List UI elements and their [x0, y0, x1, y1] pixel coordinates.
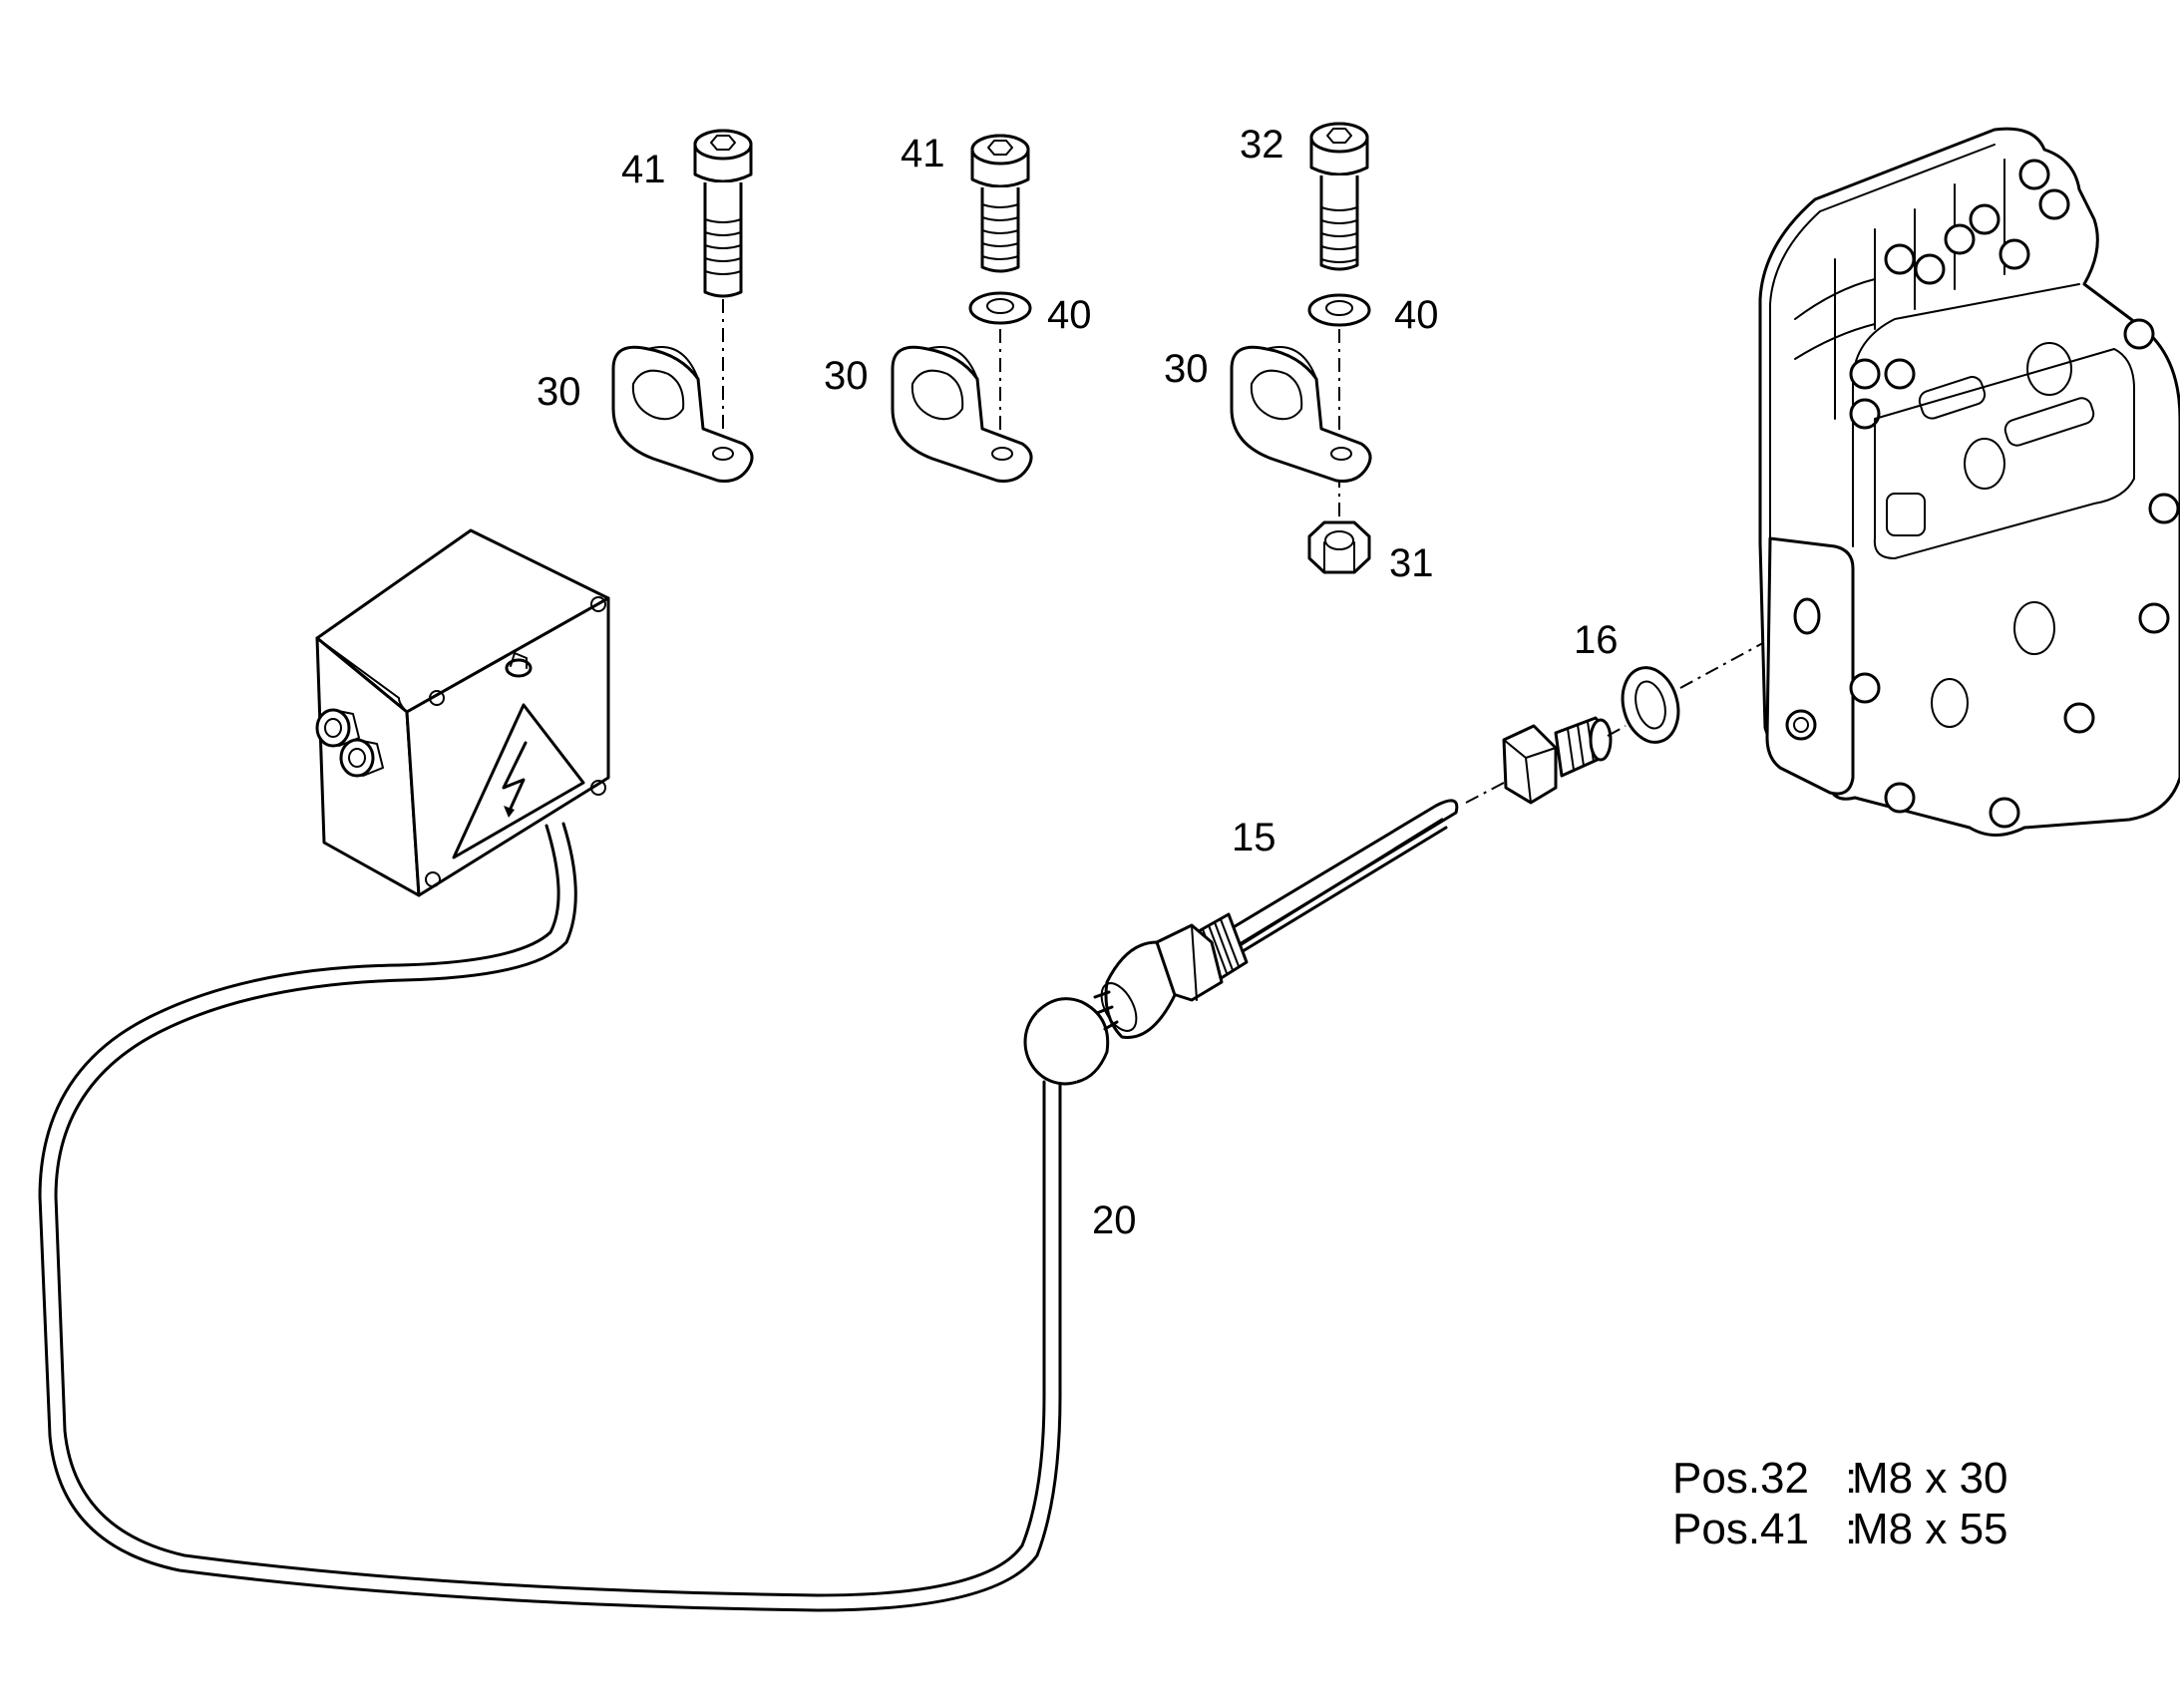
- callout-16: 16: [1574, 618, 1619, 662]
- cap-screw-41-left: [693, 129, 753, 298]
- junction-box: [315, 528, 610, 897]
- sealing-ring-16: [1621, 666, 1680, 744]
- cable-clamp-30-middle: [891, 345, 1033, 483]
- note-pos-32-sep: :: [1845, 1454, 1857, 1503]
- cable-clamp-30-right: [1230, 345, 1372, 483]
- note-pos-41-sep: :: [1845, 1505, 1857, 1553]
- cable-clamp-30-left: [611, 345, 754, 483]
- note-pos-41-label: Pos.41: [1672, 1505, 1809, 1553]
- note-pos-32: Pos.32 : M8 x 30: [1672, 1454, 2008, 1503]
- washer-40-right: [1307, 293, 1371, 327]
- callout-15: 15: [1232, 816, 1276, 859]
- callout-40-right: 40: [1394, 293, 1439, 337]
- heater-element-15: [1093, 799, 1459, 1039]
- callout-20: 20: [1092, 1198, 1137, 1242]
- spec-notes: Pos.32 : M8 x 30 Pos.41 : M8 x 55: [1672, 1454, 2008, 1553]
- adapter-fitting: [1502, 716, 1613, 805]
- callout-30-left: 30: [537, 370, 581, 414]
- connector-cap: [1023, 997, 1110, 1086]
- note-pos-32-spec: M8 x 30: [1852, 1454, 2008, 1503]
- callout-32: 32: [1240, 123, 1284, 167]
- callout-30-right: 30: [1164, 347, 1209, 391]
- callout-40-middle: 40: [1047, 293, 1092, 337]
- callout-41-left: 41: [621, 148, 666, 191]
- cable-gland-lower: [339, 738, 384, 778]
- callout-31: 31: [1389, 541, 1434, 585]
- note-pos-41-spec: M8 x 55: [1852, 1505, 2008, 1553]
- callout-41-middle: 41: [901, 132, 945, 175]
- note-pos-41: Pos.41 : M8 x 55: [1672, 1505, 2008, 1553]
- callout-30-middle: 30: [824, 354, 869, 398]
- note-pos-32-label: Pos.32: [1672, 1454, 1809, 1503]
- cable-gland-upper: [315, 708, 360, 748]
- washer-40-middle: [968, 291, 1032, 325]
- cap-screw-41-middle: [970, 134, 1030, 273]
- callout-labels: 41 41 32 40 40 30 30 30 31 16 15 20: [537, 123, 1619, 1242]
- cable-20: [38, 822, 1062, 1612]
- hex-nut-31: [1307, 520, 1371, 574]
- transmission-housing: [1758, 127, 2180, 837]
- cap-screw-32: [1309, 122, 1369, 271]
